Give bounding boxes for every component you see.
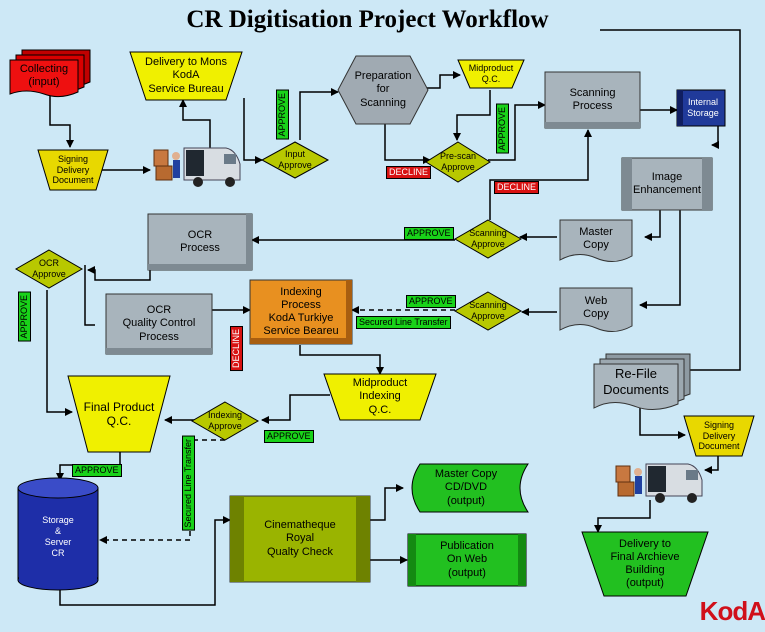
delivery-final-archive-label: Delivery to Final Archieve Building (out… bbox=[610, 537, 680, 590]
web-copy-node: Web Copy bbox=[559, 287, 633, 336]
kodak-logo: KodA bbox=[699, 596, 765, 626]
wire-scanning-refile bbox=[600, 29, 741, 371]
delivery-final-archive-node: Delivery to Final Archieve Building (out… bbox=[581, 531, 709, 597]
indexing-process-label: Indexing Process KodA Turkiye Service Be… bbox=[263, 285, 339, 338]
ocr-process-node: OCR Process bbox=[147, 213, 253, 271]
wire-collecting-signing bbox=[49, 90, 74, 148]
wire-ocrapprove-finalqc bbox=[46, 290, 73, 416]
input-approve-decision: Input Approve bbox=[260, 141, 330, 179]
secured-line-tag-indexing: Secured Line Transfer bbox=[356, 316, 451, 329]
ocr-qc-process-node: OCR Quality Control Process bbox=[105, 293, 213, 355]
ocr-approve-decision: OCR Approve bbox=[14, 249, 84, 289]
wire-delivery-inputapprove bbox=[243, 98, 263, 164]
internal-storage-node: Internal Storage bbox=[676, 89, 726, 127]
indexing-process-node: Indexing Process KodA Turkiye Service Be… bbox=[249, 279, 353, 345]
wire-van1-delivery bbox=[179, 99, 211, 150]
approve-tag-scanning-1: APPROVE bbox=[404, 227, 454, 240]
approve-tag-indexing: APPROVE bbox=[264, 430, 314, 443]
collecting-input-node: Collecting (input) bbox=[9, 49, 91, 98]
storage-server-node: Storage & Server CR bbox=[17, 477, 99, 591]
image-enhancement-label: Image Enhancement bbox=[633, 170, 701, 196]
wire-ocr-ocrapprove bbox=[87, 266, 151, 281]
approve-tag-final: APPROVE bbox=[72, 464, 122, 477]
wire-prep-midqc bbox=[425, 71, 461, 89]
delivery-mons-node: Delivery to Mons KodA Service Bureau bbox=[129, 51, 243, 101]
wire-enh-master bbox=[644, 210, 661, 241]
signing-delivery-node-2: Signing Delivery Document bbox=[683, 415, 755, 457]
midproduct-indexing-qc-node: Midproduct Indexing Q.C. bbox=[323, 373, 437, 421]
image-enhancement-node: Image Enhancement bbox=[621, 157, 713, 211]
diagram-title: CR Digitisation Project Workflow bbox=[186, 6, 549, 33]
ocr-approve-label: OCR Approve bbox=[32, 258, 66, 279]
midproduct-indexing-qc-label: Midproduct Indexing Q.C. bbox=[352, 377, 408, 416]
storage-server-label: Storage & Server CR bbox=[42, 515, 74, 558]
wire-van2-final bbox=[594, 500, 651, 533]
delivery-van-icon bbox=[152, 142, 242, 190]
indexing-approve-decision: Indexing Approve bbox=[190, 401, 260, 441]
prescan-approve-label: Pre-scan Approve bbox=[439, 151, 476, 172]
midproduct-qc-node-1: Midproduct Q.C. bbox=[457, 59, 525, 89]
wire-ocrqc-ocrapprove bbox=[84, 265, 95, 326]
wire-enh-web bbox=[639, 210, 681, 309]
wire-cinema-mastercd bbox=[370, 484, 404, 521]
scanning-process-node: Scanning Process bbox=[544, 71, 641, 129]
midproduct-qc-label-1: Midproduct Q.C. bbox=[468, 63, 514, 84]
master-copy-node: Master Copy bbox=[559, 219, 633, 266]
ocr-qc-process-label: OCR Quality Control Process bbox=[122, 304, 196, 343]
wire-storage-enh bbox=[711, 125, 719, 149]
scanning-approve-label-2: Scanning Approve bbox=[469, 300, 507, 321]
wire-storage-cinema bbox=[59, 516, 231, 606]
wire-scanapprove1-scanning-decline bbox=[489, 129, 592, 220]
wire-indexing-midindex bbox=[299, 345, 384, 375]
delivery-mons-label: Delivery to Mons KodA Service Bureau bbox=[145, 56, 227, 95]
internal-storage-label: Internal Storage bbox=[687, 97, 719, 118]
wire-prescan-scanning bbox=[488, 101, 546, 161]
ocr-process-label: OCR Process bbox=[180, 228, 220, 254]
master-cd-output-label: Master Copy CD/DVD (output) bbox=[434, 468, 498, 507]
final-product-qc-node: Final Product Q.C. bbox=[67, 375, 171, 453]
final-product-qc-label: Final Product Q.C. bbox=[83, 399, 155, 428]
wire-midindex-indexapprove bbox=[261, 394, 330, 424]
master-copy-label: Master Copy bbox=[579, 225, 613, 251]
wire-prescan-prep-decline bbox=[384, 120, 431, 164]
prescan-approve-decision: Pre-scan Approve bbox=[425, 141, 491, 183]
wire-indexapprove-storage bbox=[99, 439, 225, 544]
wire-midqc-prescan bbox=[453, 90, 491, 141]
decline-tag-ocr-indexing: DECLINE bbox=[230, 326, 243, 372]
input-approve-label: Input Approve bbox=[278, 149, 312, 170]
secured-line-tag-storage: Secured Line Transfer bbox=[182, 436, 195, 531]
publication-web-output-node: Publication On Web (output) bbox=[407, 533, 527, 587]
cinematheque-qc-label: Cinematheque Royal Qualty Check bbox=[264, 519, 336, 558]
scanning-approve-decision-1: Scanning Approve bbox=[453, 219, 523, 259]
approve-tag-prescan: APPROVE bbox=[496, 104, 509, 154]
wire-signing2-van2 bbox=[704, 455, 719, 474]
preparation-label: Preparation for Scanning bbox=[354, 70, 412, 109]
signing-delivery-node-1: Signing Delivery Document bbox=[37, 149, 109, 191]
scanning-approve-decision-2: Scanning Approve bbox=[453, 291, 523, 331]
decline-tag-prescan: DECLINE bbox=[386, 166, 432, 179]
wire-inputapprove-prep bbox=[299, 88, 339, 140]
refile-documents-node: Re-File Documents bbox=[593, 353, 691, 410]
approve-tag-ocr: APPROVE bbox=[18, 292, 31, 342]
cinematheque-qc-node: Cinematheque Royal Qualty Check bbox=[229, 495, 371, 583]
refile-documents-label: Re-File Documents bbox=[603, 366, 669, 397]
scanning-approve-label-1: Scanning Approve bbox=[469, 228, 507, 249]
publication-web-output-label: Publication On Web (output) bbox=[440, 540, 494, 579]
signing-delivery-label-2: Signing Delivery Document bbox=[698, 419, 740, 452]
web-copy-label: Web Copy bbox=[583, 294, 609, 320]
approve-tag-scanning-2: APPROVE bbox=[406, 295, 456, 308]
scanning-process-label: Scanning Process bbox=[569, 86, 616, 112]
signing-delivery-label-1: Signing Delivery Document bbox=[52, 153, 94, 186]
approve-tag-input: APPROVE bbox=[276, 90, 289, 140]
decline-tag-scanning: DECLINE bbox=[494, 181, 540, 194]
preparation-node: Preparation for Scanning bbox=[337, 55, 429, 125]
master-cd-output-node: Master Copy CD/DVD (output) bbox=[404, 463, 529, 513]
collecting-label: Collecting (input) bbox=[19, 62, 69, 88]
delivery-van-icon-2 bbox=[614, 458, 704, 506]
indexing-approve-label: Indexing Approve bbox=[207, 410, 243, 431]
